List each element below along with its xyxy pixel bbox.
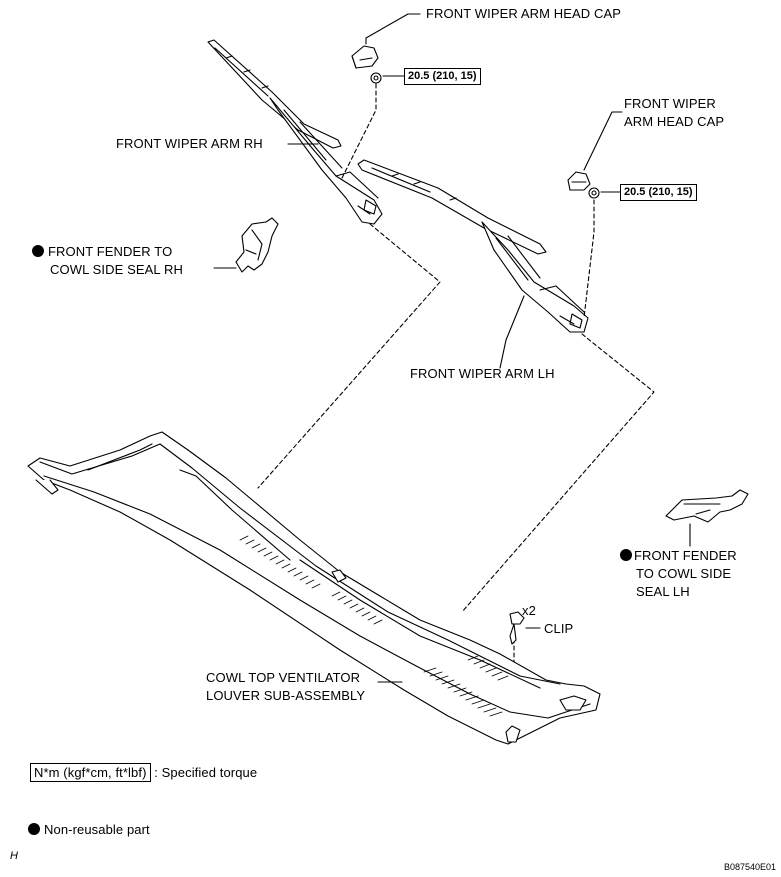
figure-code: B087540E01 [724,862,777,872]
head-cap-rh-drawing [351,45,382,84]
head-cap-lh-drawing [567,171,600,199]
label-arm-lh: FRONT WIPER ARM LH [410,366,555,381]
wiper-arm-rh-drawing [207,39,383,225]
clip-drawing [509,611,525,645]
non-reusable-dot-icon [28,823,40,835]
label-head-cap-lh-line2: ARM HEAD CAP [624,114,725,129]
leader-head-cap-rh [365,13,421,45]
label-head-cap-rh: FRONT WIPER ARM HEAD CAP [426,6,622,21]
legend-nonreusable: Non-reusable part [28,822,150,838]
label-seal-lh-line2: TO COWL SIDE [636,566,732,581]
label-seal-lh-line3: SEAL LH [636,584,690,599]
label-arm-rh: FRONT WIPER ARM RH [116,136,263,151]
fender-seal-rh-drawing [235,217,279,273]
label-seal-rh-line2: COWL SIDE SEAL RH [50,262,183,277]
torque-box-lh: 20.5 (210, 15) [620,184,697,201]
legend-torque: N*m (kgf*cm, ft*lbf) : Specified torque [30,763,258,782]
legend-nonreusable-text: Non-reusable part [44,822,150,837]
label-louver-line1: COWL TOP VENTILATOR [206,670,361,685]
label-louver-line2: LOUVER SUB-ASSEMBLY [206,688,366,703]
torque-box-rh: 20.5 (210, 15) [404,68,481,85]
fender-seal-lh-drawing [665,489,749,523]
leader-head-cap-lh [583,111,623,171]
seal-lh-text-1: FRONT FENDER [634,548,737,563]
alignment-lines [257,83,655,739]
wiper-arm-lh-drawing [357,159,589,333]
label-clip-qty: x2 [522,603,536,618]
footer-mark: H [10,850,19,862]
cowl-louver-drawing [27,431,601,745]
non-reusable-dot-icon [620,549,632,561]
label-seal-rh-line1: FRONT FENDER TO [32,244,172,260]
label-seal-lh-line1: FRONT FENDER [620,548,737,564]
label-clip: CLIP [544,621,574,636]
seal-rh-text-1: FRONT FENDER TO [48,244,173,259]
label-head-cap-lh-line1: FRONT WIPER [624,96,716,111]
non-reusable-dot-icon [32,245,44,257]
leader-arm-lh [499,295,525,369]
legend-torque-text: : Specified torque [154,765,258,780]
legend-torque-unit-box: N*m (kgf*cm, ft*lbf) [30,763,151,782]
